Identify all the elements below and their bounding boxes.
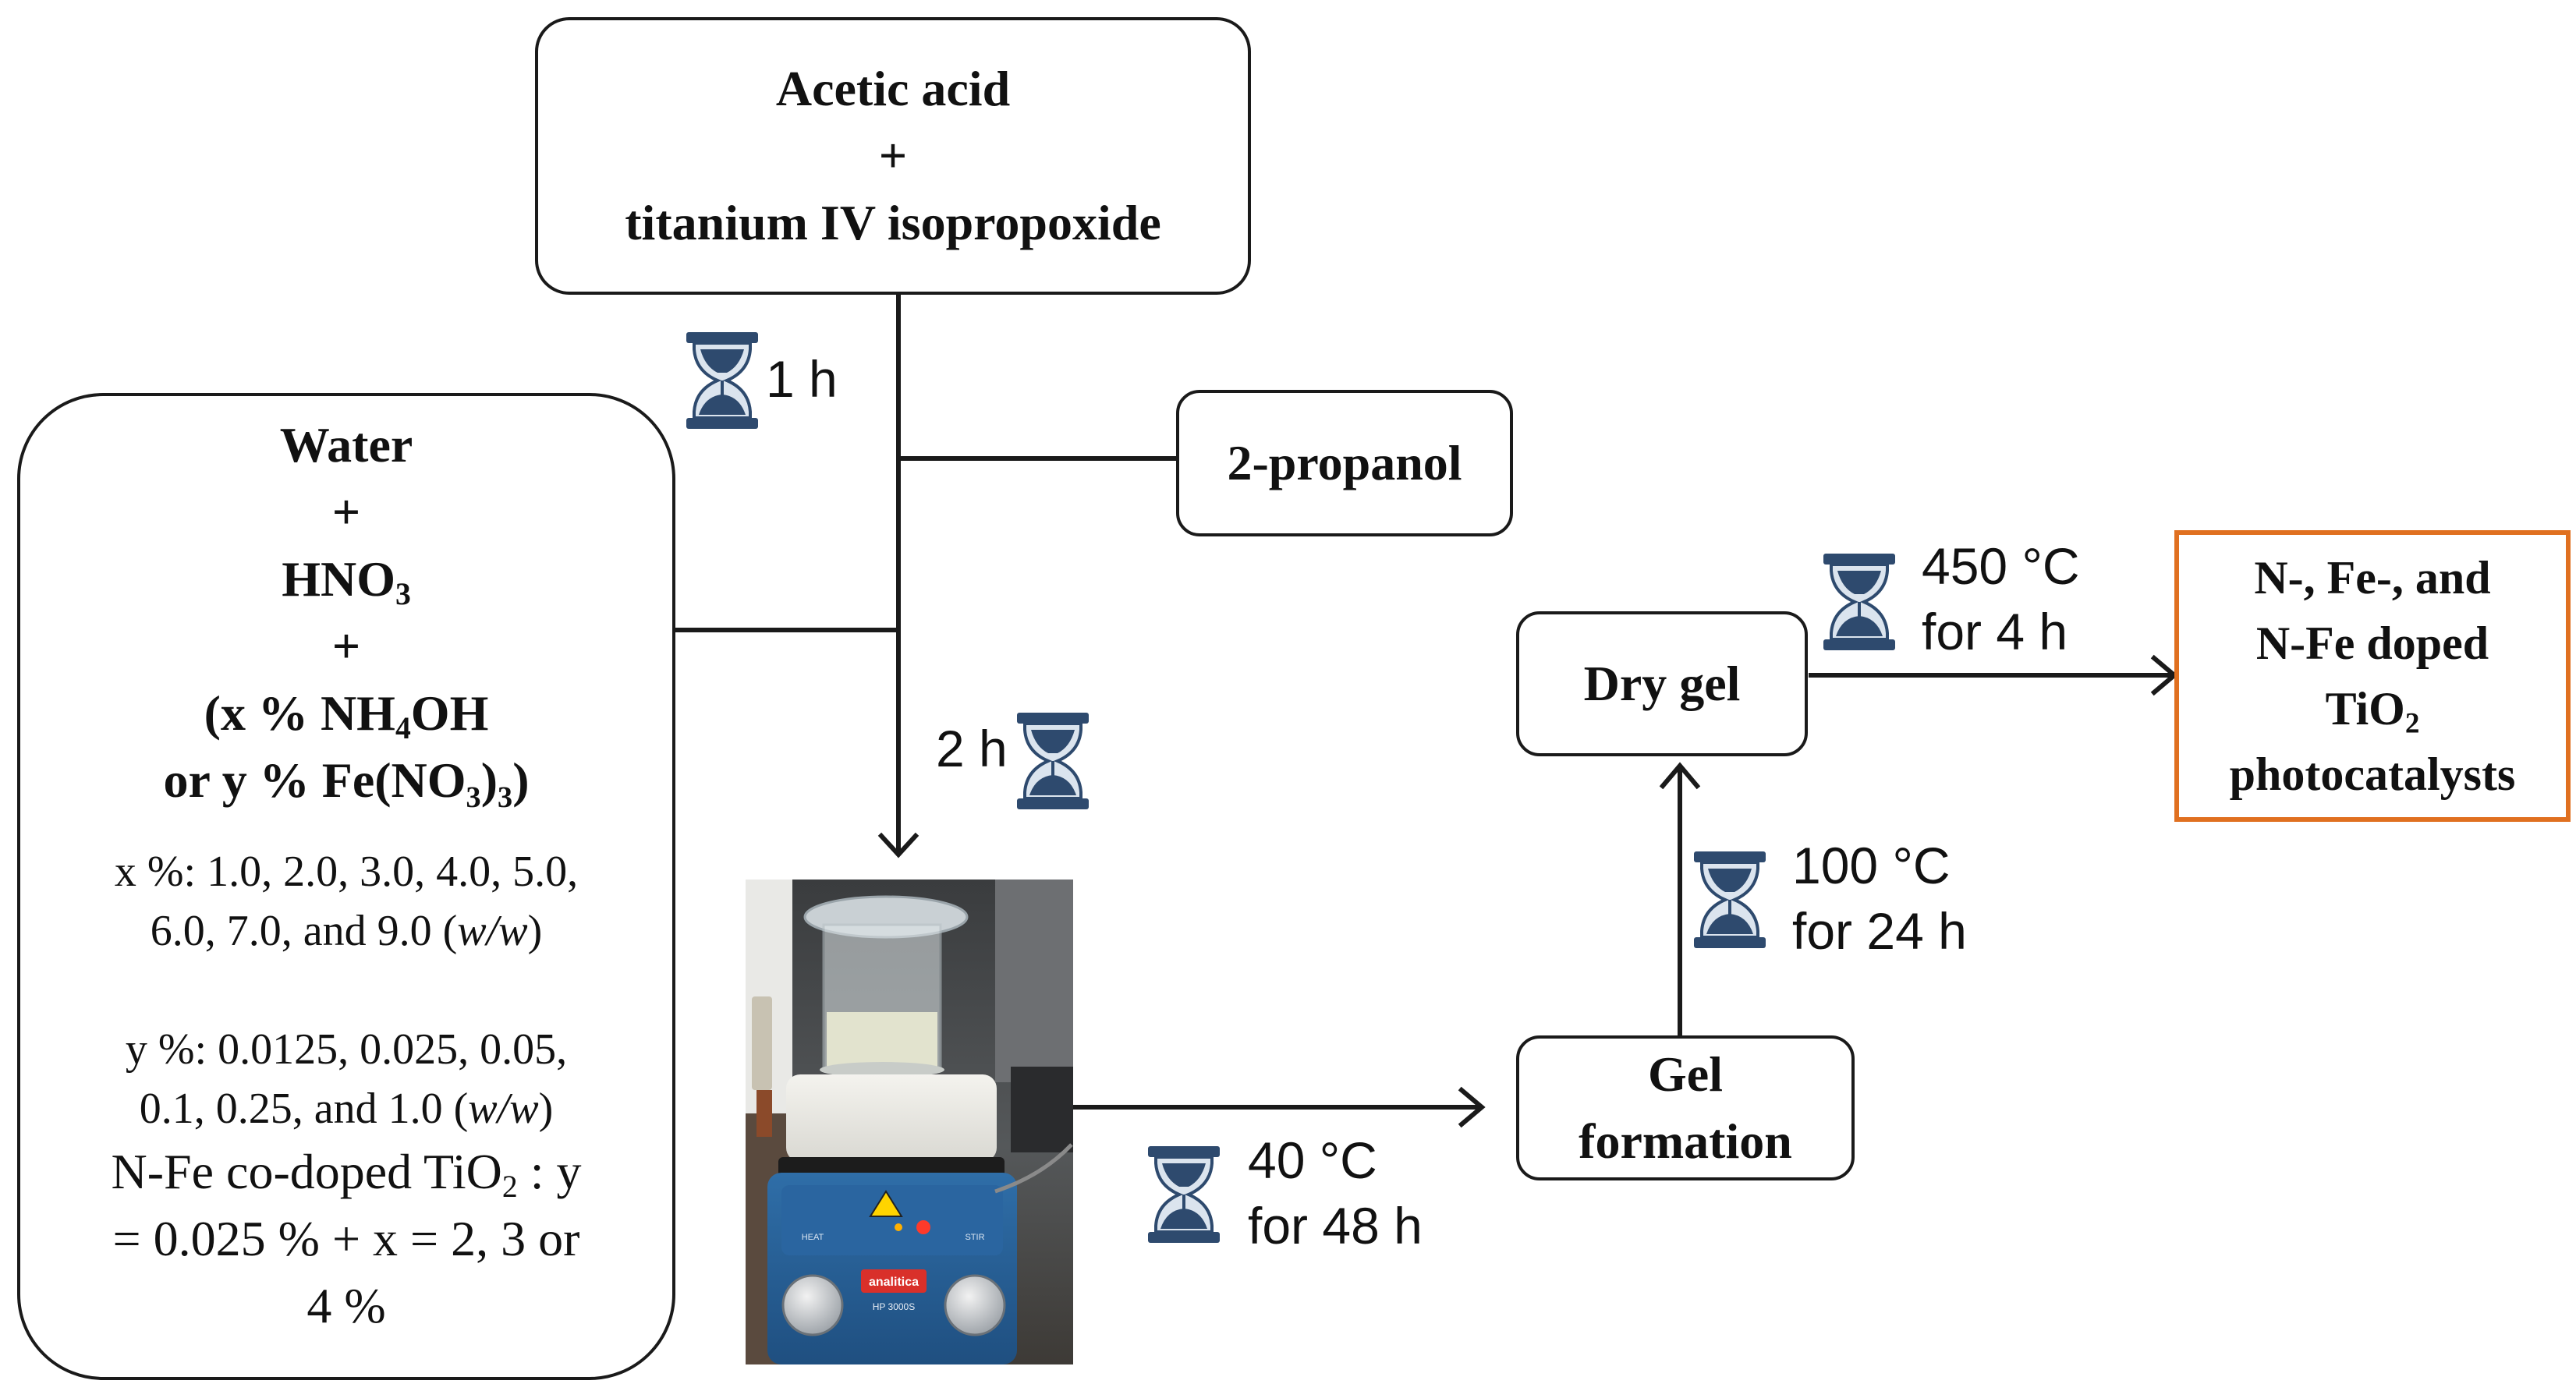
arrow-to-gel-head (1458, 1086, 1486, 1128)
y-values-line-1: y %: 0.0125, 0.025, 0.05, (125, 1025, 568, 1074)
condition-40c: 40 °C for 48 h (1248, 1131, 1423, 1255)
photo-brand: analitica (869, 1276, 919, 1289)
product-line-2: N-Fe doped (2255, 618, 2489, 669)
water-plus-2: + (331, 618, 361, 674)
arrow-to-drygel-head (1659, 762, 1701, 790)
condition-450c: 450 °C for 4 h (1922, 537, 2080, 660)
acetic-line-3: titanium IV isopropoxide (625, 195, 1161, 250)
codoped-line-2: = 0.025 % + x = 2, 3 or (112, 1211, 580, 1266)
y-values-line-2: 0.1, 0.25, and 1.0 (w/w) (139, 1085, 554, 1133)
acetic-line-1: Acetic acid (775, 61, 1011, 116)
gel-line-2: formation (1579, 1113, 1792, 1169)
photo-stir-label: STIR (965, 1233, 984, 1242)
condition-100c: 100 °C for 24 h (1792, 837, 1967, 960)
hotplate-stirrer-photo: analitica HP 3000S HEAT STIR (746, 880, 1073, 1364)
x-values-line-2: 6.0, 7.0, and 9.0 (w/w) (150, 907, 543, 955)
hourglass-icon (1017, 713, 1089, 809)
hourglass-icon (1148, 1146, 1220, 1243)
arrow-to-beaker-head (877, 832, 919, 858)
codoped-line-1: N-Fe co-doped TiO2 : y (111, 1144, 582, 1205)
gel-line-1: Gel (1648, 1046, 1723, 1102)
propanol-box: 2-propanol (1176, 390, 1513, 536)
product-line-4: photocatalysts (2229, 749, 2516, 800)
photo-heat-label: HEAT (802, 1233, 824, 1242)
fe-nitrate-line: or y % Fe(NO₃)₃) (163, 752, 530, 808)
product-box: N-, Fe-, and N-Fe doped TiO2 photocataly… (2174, 530, 2571, 822)
dry-gel-box: Dry gel (1516, 611, 1808, 756)
gel-formation-box: Gel formation (1516, 1035, 1855, 1180)
water-line-1: Water (279, 417, 413, 473)
acetic-line-plus: + (878, 128, 908, 183)
hourglass-icon (1823, 554, 1895, 650)
dry-gel-label: Dry gel (1583, 656, 1741, 711)
product-line-3: TiO2 (2325, 683, 2420, 740)
x-values-line-1: x %: 1.0, 2.0, 3.0, 4.0, 5.0, (114, 848, 579, 896)
nh4oh-line: (x % NH4OH (204, 685, 489, 746)
codoped-line-3: 4 % (306, 1278, 386, 1333)
acetic-acid-box: Acetic acid + titanium IV isopropoxide (535, 17, 1251, 295)
propanol-label: 2-propanol (1227, 435, 1462, 490)
product-line-1: N-, Fe-, and (2254, 552, 2491, 603)
hno3-line: HNO3 (282, 551, 411, 612)
time-1h: 1 h (766, 350, 838, 408)
water-plus-1: + (331, 484, 361, 540)
hourglass-icon (686, 332, 758, 429)
water-box: Water + HNO3 + (x % NH4OH or y % Fe(NO₃)… (17, 393, 675, 1380)
photo-model: HP 3000S (873, 1301, 916, 1312)
time-2h: 2 h (936, 720, 1008, 777)
hourglass-icon (1694, 851, 1766, 948)
